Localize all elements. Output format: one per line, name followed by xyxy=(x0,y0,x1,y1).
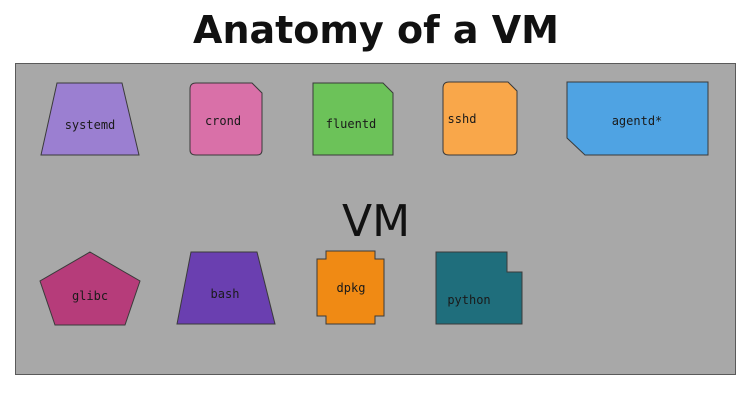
bash-label: bash xyxy=(211,287,240,301)
component-agentd: agentd* xyxy=(566,81,709,156)
vm-label: VM xyxy=(341,196,411,247)
component-glibc: glibc xyxy=(39,251,141,326)
sshd-label: sshd xyxy=(448,112,477,126)
component-bash: bash xyxy=(176,251,276,325)
page-title: Anatomy of a VM xyxy=(193,8,559,52)
agentd-shape xyxy=(566,81,709,156)
systemd-label: systemd xyxy=(65,118,116,132)
sshd-shape xyxy=(442,81,518,156)
component-crond: crond xyxy=(189,82,263,156)
component-fluentd: fluentd xyxy=(312,82,394,156)
python-shape xyxy=(435,251,523,325)
bash-shape xyxy=(176,251,276,325)
component-dpkg: dpkg xyxy=(316,250,385,325)
dpkg-label: dpkg xyxy=(337,281,366,295)
component-systemd: systemd xyxy=(40,82,140,156)
python-label: python xyxy=(447,293,490,307)
fluentd-label: fluentd xyxy=(326,117,377,131)
component-sshd: sshd xyxy=(442,81,518,156)
crond-label: crond xyxy=(205,114,241,128)
glibc-shape xyxy=(39,251,141,326)
dpkg-shape xyxy=(316,250,385,325)
fluentd-shape xyxy=(312,82,394,156)
agentd-label: agentd* xyxy=(612,114,663,128)
glibc-label: glibc xyxy=(72,289,108,303)
systemd-shape xyxy=(40,82,140,156)
crond-shape xyxy=(189,82,263,156)
component-python: python xyxy=(435,251,523,325)
